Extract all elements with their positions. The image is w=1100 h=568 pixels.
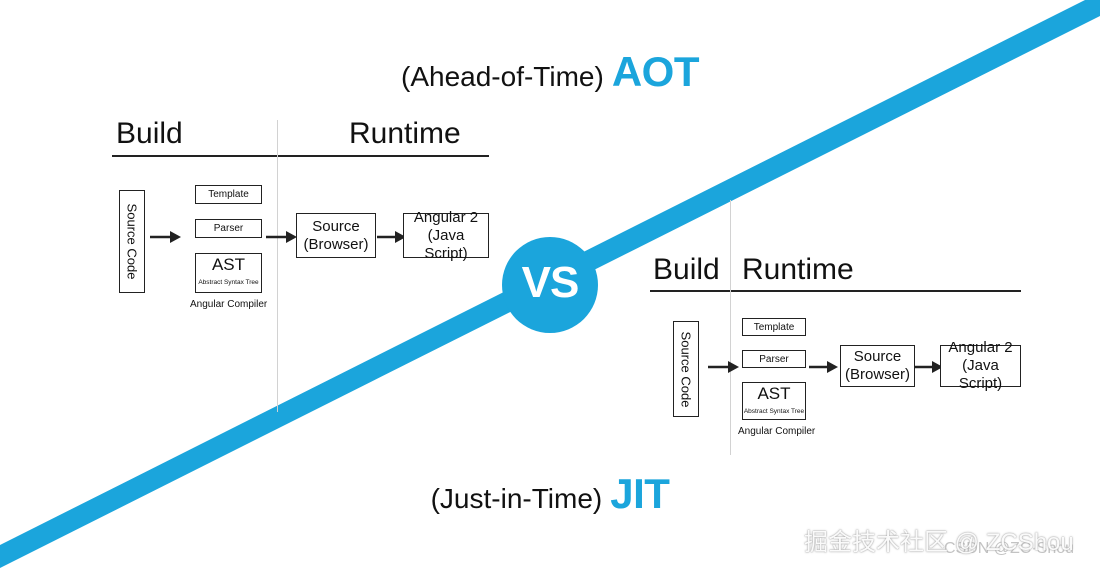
jit-build-runtime-divider	[730, 200, 731, 455]
jit-runtime-header: Runtime	[742, 253, 854, 286]
jit-parser-box: Parser	[742, 350, 806, 368]
aot-runtime-header: Runtime	[349, 117, 461, 150]
aot-arrow-source-to-compiler	[150, 231, 181, 243]
juejin-watermark: 掘金技术社区 @ ZCShou	[804, 529, 1074, 556]
aot-title: (Ahead-of-Time)AOT	[0, 48, 1100, 96]
aot-build-runtime-divider	[277, 120, 278, 412]
vs-label: VS	[521, 258, 580, 307]
aot-ast-box: AST Abstract Syntax Tree	[195, 253, 262, 293]
vs-badge: VS	[502, 237, 598, 333]
csdn-watermark: CSDN @ZC·Shou	[944, 540, 1075, 557]
jit-header-rule	[650, 290, 1021, 292]
jit-angular-line2: (Java Script)	[958, 357, 1003, 392]
jit-browser-source-line1: Source	[853, 348, 902, 365]
aot-ast-full-label: Abstract Syntax Tree	[198, 279, 259, 286]
aot-angular-line2: (Java Script)	[424, 226, 468, 262]
jit-ast-box: AST Abstract Syntax Tree	[742, 382, 806, 420]
jit-title: (Just-in-Time)JIT	[0, 470, 1100, 518]
aot-browser-source-box: Source (Browser)	[296, 213, 376, 258]
jit-build-header: Build	[653, 253, 720, 286]
jit-arrow-compiler-to-source	[809, 361, 838, 373]
jit-source-code-box: Source Code	[673, 321, 699, 417]
aot-header-rule	[112, 155, 489, 157]
jit-compiler-caption: Angular Compiler	[738, 426, 816, 437]
aot-subtitle: (Ahead-of-Time)	[401, 61, 604, 92]
jit-arrow-source-to-compiler	[708, 361, 739, 373]
aot-parser-box: Parser	[195, 219, 262, 238]
jit-template-box: Template	[742, 318, 806, 336]
jit-arrow-source-to-angular	[915, 361, 943, 373]
jit-angular-box: Angular 2 (Java Script)	[940, 339, 1021, 392]
jit-ast-full-label: Abstract Syntax Tree	[743, 408, 805, 415]
jit-title-text: JIT	[610, 470, 670, 517]
aot-title-text: AOT	[611, 48, 700, 95]
aot-source-code-box: Source Code	[119, 190, 145, 293]
aot-source-code-label: Source Code	[124, 203, 140, 280]
jit-source-code-label: Source Code	[678, 331, 694, 407]
jit-subtitle: (Just-in-Time)	[430, 483, 603, 514]
aot-browser-source-line1: Source	[312, 217, 360, 235]
aot-arrow-compiler-to-source	[266, 231, 297, 243]
aot-browser-source-line2: (Browser)	[303, 235, 369, 253]
aot-arrow-source-to-angular	[377, 231, 406, 243]
jit-ast-label: AST	[757, 384, 791, 403]
jit-angular-line1: Angular 2	[948, 339, 1013, 356]
jit-browser-source-box: Source (Browser)	[840, 345, 915, 387]
aot-template-box: Template	[195, 185, 262, 204]
aot-compiler-caption: Angular Compiler	[190, 299, 268, 310]
aot-angular-box: Angular 2 (Java Script)	[403, 209, 489, 262]
aot-angular-line1: Angular 2	[413, 208, 479, 226]
aot-ast-label: AST	[211, 255, 246, 274]
aot-build-header: Build	[116, 117, 183, 150]
jit-browser-source-line2: (Browser)	[844, 366, 910, 383]
